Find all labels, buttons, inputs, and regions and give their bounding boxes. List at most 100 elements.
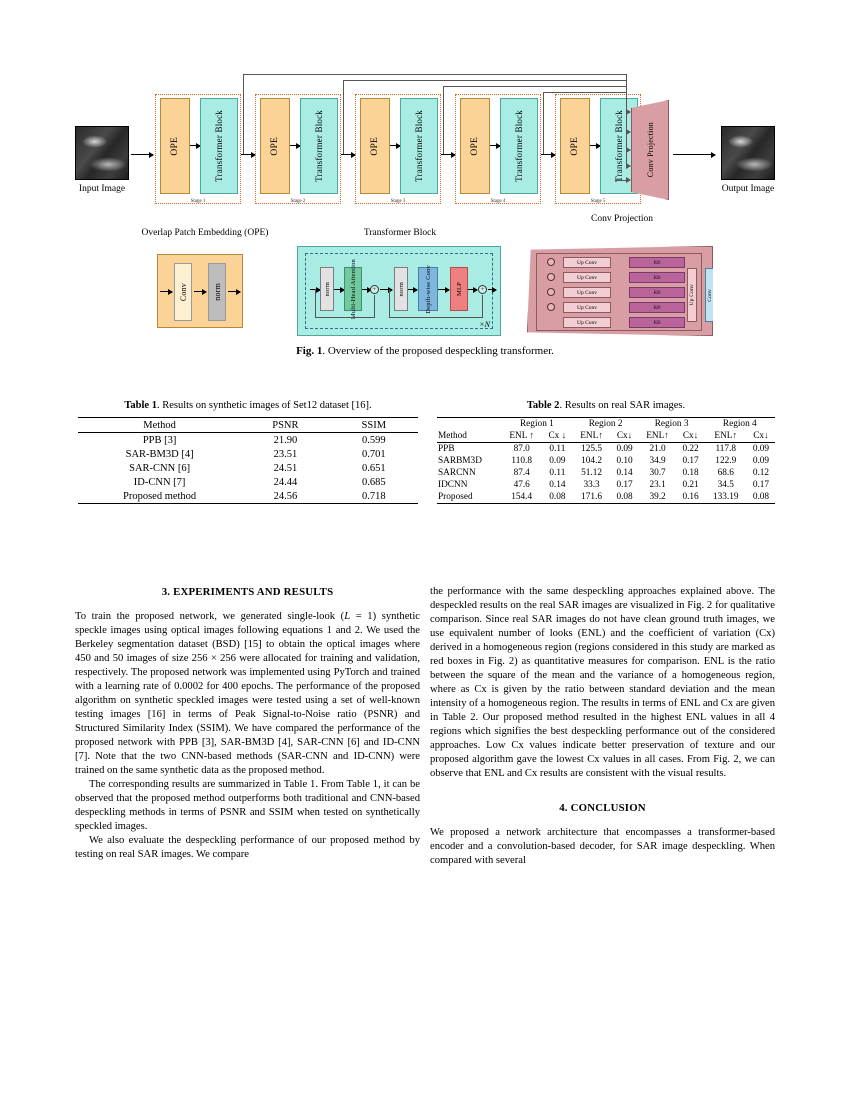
ope-detail-box: Conv norm — [157, 254, 243, 328]
table-row: Proposed method 24.56 0.718 — [78, 489, 418, 504]
right-paragraph-2: We proposed a network architecture that … — [430, 826, 775, 866]
table-2-r1-c7: 0.09 — [746, 442, 775, 455]
skip-connection-1-vertical — [243, 74, 244, 154]
decoder-residual-block-4: RB — [629, 302, 685, 313]
architecture-pipeline: Input Image OPE Transformer Block Stage … — [75, 74, 775, 223]
skip-connection-3-horizontal — [443, 86, 627, 87]
table-2-r4-c3: 0.17 — [616, 480, 633, 490]
table-2-r5-c5: 0.16 — [676, 491, 705, 504]
right-paragraph-1: the performance with the same despecklin… — [430, 586, 775, 779]
decoder-row-5: Up Conv RB — [541, 317, 699, 328]
stage-2-label: Stage 2 — [290, 199, 306, 204]
decoder-row-2: Up Conv RB — [541, 272, 699, 283]
table-2-r2-c7: 0.09 — [752, 456, 770, 466]
table-2-r1-c5: 0.22 — [676, 442, 705, 455]
table-2-header-cx-4: Cx↓ — [753, 431, 769, 441]
skip-connection-2-horizontal — [343, 80, 627, 81]
table-2-r5-c1: 0.08 — [542, 491, 573, 504]
stage-1-label: Stage 1 — [190, 199, 206, 204]
table-2-r3-c7: 0.12 — [752, 468, 770, 478]
skip-connection-2-arrow — [626, 129, 631, 135]
table-2-r2-c5: 0.17 — [682, 456, 699, 466]
residual-add-2: + — [478, 285, 487, 294]
table-2-r5-c6: 133.19 — [704, 491, 747, 504]
decoder-residual-block-3: RB — [629, 287, 685, 298]
decoder-row-4: Up Conv RB — [541, 302, 699, 313]
table-1-r3-method: SAR-CNN [6] — [129, 462, 191, 474]
table-2-header-method: Method — [437, 417, 502, 443]
table-2-r2-c0: 110.8 — [511, 456, 532, 466]
table-2-r3-c1: 0.11 — [549, 468, 566, 478]
section-heading-conclusion: 4. CONCLUSION — [559, 801, 646, 814]
table-1-r3-ssim: 0.651 — [361, 462, 386, 474]
table-2-r3-c5: 0.18 — [682, 468, 699, 478]
table-1-caption-label: Table 1 — [124, 400, 157, 411]
stage-3-tb-label: Transformer Block — [414, 110, 424, 182]
table-1-r5-method: Proposed method — [78, 489, 242, 504]
table-1: Method PSNR SSIM PPB [3] 21.90 0.599 SAR… — [78, 417, 418, 504]
right-text-column: the performance with the same despecklin… — [430, 585, 775, 868]
table-2-r3-c0: 87.4 — [513, 468, 530, 478]
depthwise-conv-label: Depth-wise Conv — [424, 264, 432, 314]
table-1-r2-ssim: 0.701 — [361, 448, 386, 460]
skip-connection-5-arrow — [626, 177, 631, 183]
input-image-label: Input Image — [78, 184, 126, 194]
tb-residual-2-down — [389, 289, 390, 317]
table-2-r2-c4: 34.9 — [649, 456, 666, 466]
table-2-r3-c4: 30.7 — [649, 468, 666, 478]
conv-projection-detail-box: Up Conv RB Up Conv RB Up Conv RB — [527, 246, 713, 336]
table-1-r2-method: SAR-BM3D [4] — [125, 448, 194, 460]
arrow-ope-detail-out — [228, 288, 241, 295]
table-2-header-cx-3: Cx↓ — [682, 431, 699, 441]
conv-projection-label: Conv Projection — [645, 122, 655, 178]
decoder-final-conv-label: Conv — [707, 288, 713, 302]
stage-1-tb-label: Transformer Block — [214, 110, 224, 182]
skip-connection-2-vertical — [343, 80, 344, 154]
skip-connection-4-horizontal — [543, 92, 627, 93]
stage-2-transformer-block: Transformer Block — [300, 98, 338, 194]
decoder-residual-block-2: RB — [629, 272, 685, 283]
table-2-caption-text: . Results on real SAR images. — [559, 400, 686, 411]
figure-1: Input Image OPE Transformer Block Stage … — [75, 74, 775, 368]
stage-5-tb-label: Transformer Block — [614, 110, 624, 182]
table-1-r1-ssim: 0.599 — [329, 432, 418, 447]
stage-2: OPE Transformer Block Stage 2 — [255, 94, 341, 204]
table-2-header-enl-2: ENL↑ — [580, 431, 603, 441]
arrow-ope-detail-in — [160, 288, 173, 295]
section-heading-experiments: 3. EXPERIMENTS AND RESULTS — [161, 586, 334, 598]
depthwise-conv-block: Depth-wise Conv — [418, 264, 438, 314]
skip-connection-1-horizontal — [243, 74, 627, 75]
table-2-r4-c6: 34.5 — [717, 480, 734, 490]
multi-head-attention-label: Multi-Head Attention — [349, 258, 357, 320]
table-row: SAR-BM3D [4] 23.51 0.701 — [78, 447, 418, 461]
table-2-r3-c3: 0.14 — [616, 468, 633, 478]
table-2-container: Table 2. Results on real SAR images. Met… — [437, 400, 775, 504]
arrow-stage2-to-stage3 — [341, 151, 356, 158]
table-2-r1-c1: 0.11 — [542, 442, 573, 455]
arrow-convproj-to-output — [673, 151, 716, 158]
left-p1-italic-L: L — [344, 611, 351, 623]
decoder-add-3 — [547, 288, 555, 296]
table-2-r3-method: SARCNN — [438, 468, 476, 478]
skip-connection-4-vertical — [543, 92, 544, 154]
table-1-header-method: Method — [78, 417, 242, 433]
table-2-r1-c6: 117.8 — [704, 442, 747, 455]
arrow-ope-to-tb-2 — [290, 142, 301, 149]
left-paragraph-3: We also evaluate the despeckling perform… — [75, 834, 420, 860]
table-2-r4-method: IDCNN — [438, 480, 468, 490]
table-2-header-enl-1: ENL ↑ — [509, 431, 535, 441]
stage-3-label: Stage 3 — [390, 199, 406, 204]
table-1-caption: Table 1. Results on synthetic images of … — [78, 400, 418, 411]
conv-projection-block: Conv Projection — [631, 100, 669, 200]
decoder-final-upconv: Up Conv — [687, 268, 697, 322]
stage-3-transformer-block: Transformer Block — [400, 98, 438, 194]
tb-residual-1-across — [315, 317, 375, 318]
table-1-r3-psnr: 24.51 — [273, 462, 298, 474]
decoder-row-1: Up Conv RB — [541, 257, 699, 268]
table-2-r4-c4: 23.1 — [649, 480, 666, 490]
table-row: SAR-CNN [6] 24.51 0.651 — [78, 461, 418, 475]
skip-connection-1-arrow — [626, 109, 631, 115]
figure-1-caption: Fig. 1. Overview of the proposed despeck… — [75, 345, 775, 357]
stage-1-ope-label: OPE — [170, 136, 180, 156]
